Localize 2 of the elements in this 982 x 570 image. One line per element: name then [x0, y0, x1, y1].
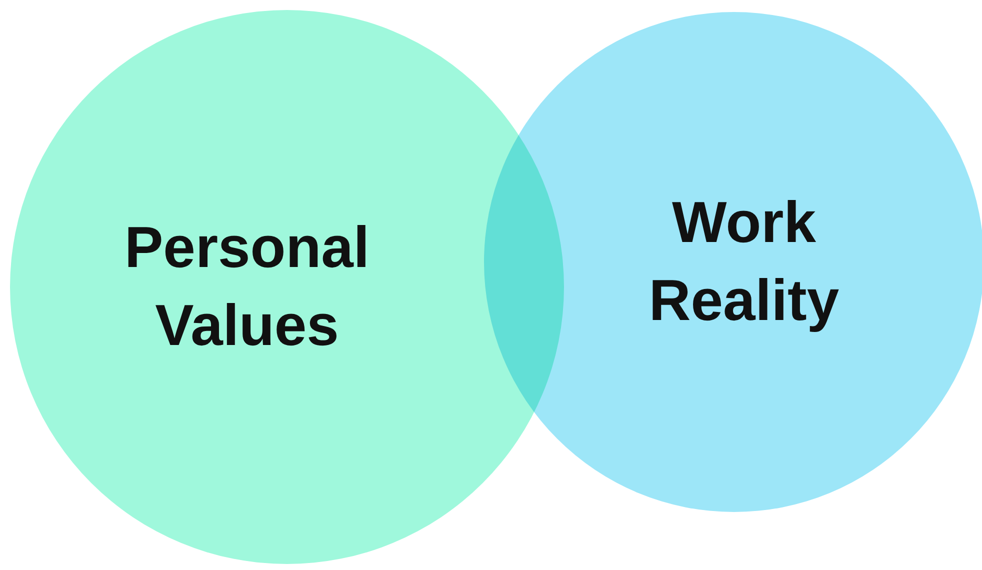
circle-label: Work Reality: [648, 189, 840, 335]
circle-label: Personal Values: [124, 214, 370, 360]
